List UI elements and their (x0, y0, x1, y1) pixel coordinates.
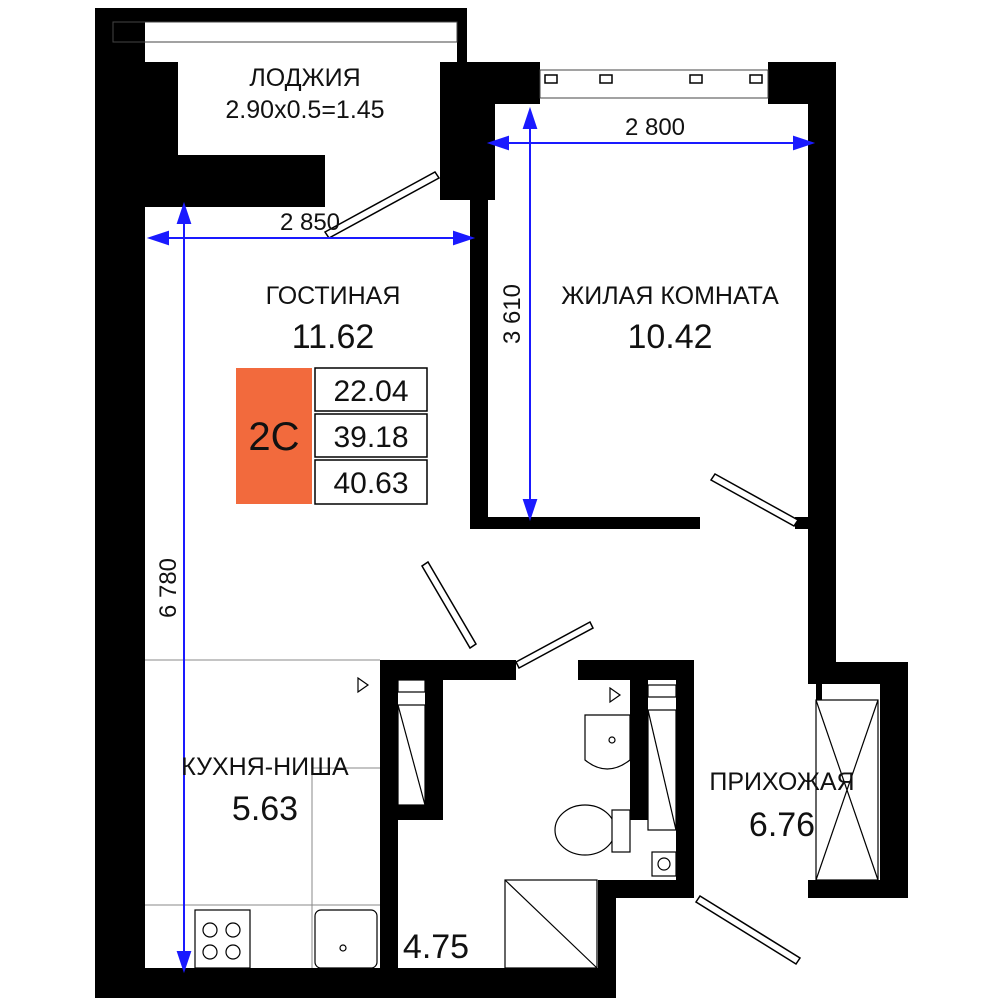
badge-total-area-with-loggia: 40.63 (333, 467, 408, 500)
kitchen-fixtures (194, 909, 378, 969)
dimension-labels: 2 850 2 800 3 610 6 780 (155, 114, 685, 618)
bedroom-name: ЖИЛАЯ КОМНАТА (561, 282, 779, 310)
vent-triangle-icon (357, 676, 622, 704)
dim-bedroom-width: 2 800 (625, 114, 685, 141)
door-bathroom (515, 620, 594, 670)
door-loggia (323, 171, 441, 239)
loggia-name: ЛОДЖИЯ (249, 64, 360, 92)
dim-bedroom-depth: 3 610 (499, 284, 526, 344)
badge-type: 2С (248, 415, 299, 459)
living-area: 11.62 (292, 318, 375, 356)
badge-type-box (236, 368, 312, 504)
stove-icon (194, 909, 251, 969)
kitchen-area: 5.63 (232, 790, 298, 828)
badge-living-area: 22.04 (333, 375, 408, 408)
apartment-badge: 2С 22.04 39.18 40.63 (236, 367, 428, 505)
doors (323, 171, 802, 966)
hallway-area: 6.76 (749, 806, 815, 844)
door-bedroom (709, 473, 800, 527)
thin-lines (112, 21, 769, 968)
dimension-lines (146, 106, 816, 974)
door-entrance (694, 894, 802, 966)
window-bedroom (544, 74, 763, 84)
room-labels: ЛОДЖИЯ 2.90x0.5=1.45 ГОСТИНАЯ 11.62 ЖИЛА… (181, 64, 854, 966)
wardrobe-icon (815, 699, 879, 881)
hallway-name: ПРИХОЖАЯ (709, 768, 854, 796)
bedroom-area: 10.42 (627, 318, 712, 356)
dim-living-depth: 6 780 (155, 558, 182, 618)
walls (95, 8, 908, 998)
washbasin-icon (584, 714, 631, 770)
toilet-icon (554, 804, 616, 856)
wall-loggia-top (95, 8, 465, 22)
door-living (420, 560, 478, 650)
bathroom-area: 4.75 (403, 928, 469, 966)
dim-loggia-width: 2 850 (280, 209, 340, 236)
kitchen-name: КУХНЯ-НИША (181, 753, 349, 781)
sink-icon (314, 909, 378, 969)
bathroom-fixtures (397, 679, 677, 969)
living-name: ГОСТИНАЯ (266, 282, 401, 310)
badge-total-area: 39.18 (333, 421, 408, 454)
loggia-area: 2.90x0.5=1.45 (225, 96, 384, 124)
